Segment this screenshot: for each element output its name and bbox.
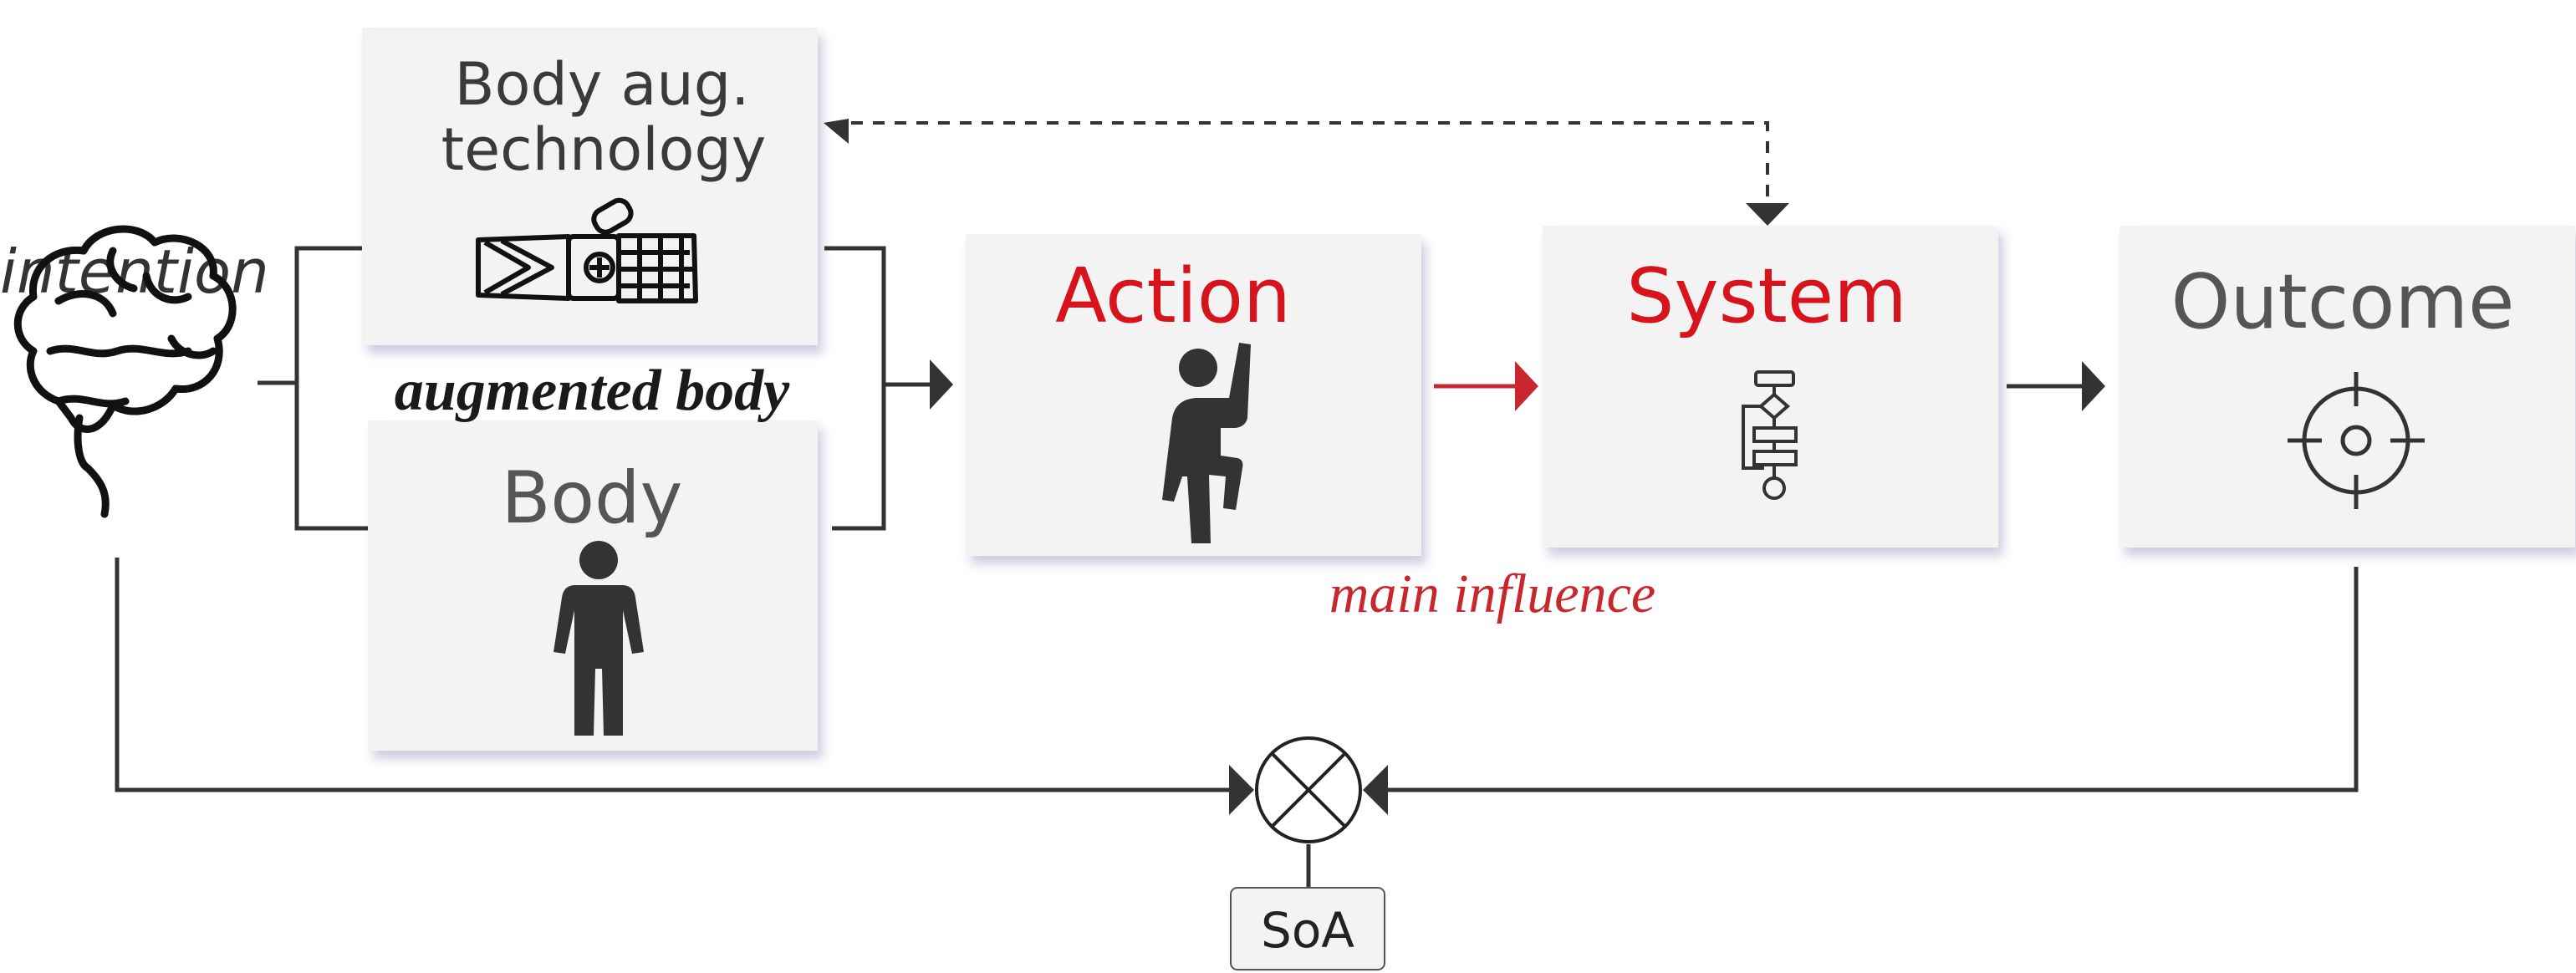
soa-box bbox=[1230, 887, 1385, 970]
body-aug-title-line2: technology bbox=[441, 115, 767, 184]
robotic-hand-icon bbox=[476, 197, 698, 303]
flowchart-icon bbox=[1742, 370, 1798, 500]
raising-arm-person-icon bbox=[1162, 343, 1251, 543]
dashed-feedback-link bbox=[851, 121, 1769, 203]
body-aug-title-line1: Body aug. bbox=[455, 50, 750, 119]
target-crosshair-icon bbox=[2288, 372, 2425, 509]
main-influence-arrow bbox=[1434, 361, 1538, 411]
standing-person-icon bbox=[553, 541, 644, 736]
system-title: System bbox=[1626, 252, 1907, 340]
body-aug-technology-box bbox=[362, 28, 818, 345]
action-title: Action bbox=[1055, 252, 1291, 340]
outcome-box bbox=[2119, 226, 2575, 548]
outcome-title: Outcome bbox=[2171, 258, 2515, 346]
body-title: Body bbox=[501, 456, 682, 540]
brain-icon bbox=[13, 225, 237, 518]
arrow-into-body-aug bbox=[824, 119, 849, 144]
soa-label: SoA bbox=[1261, 902, 1354, 959]
intention-label: intention bbox=[0, 237, 269, 307]
main-influence-label: main influence bbox=[1329, 563, 1655, 624]
connector-lines bbox=[115, 246, 2359, 888]
arrow-into-action bbox=[930, 359, 953, 410]
arrow-into-comparator-left bbox=[1229, 765, 1254, 815]
comparator-cross-circle-icon bbox=[1255, 736, 1362, 843]
augmented-body-label: augmented body bbox=[395, 359, 790, 423]
arrow-into-outcome bbox=[2082, 361, 2105, 411]
arrow-into-system bbox=[1746, 203, 1789, 226]
arrow-into-comparator-right bbox=[1363, 765, 1388, 815]
arrowheads bbox=[824, 119, 2105, 815]
